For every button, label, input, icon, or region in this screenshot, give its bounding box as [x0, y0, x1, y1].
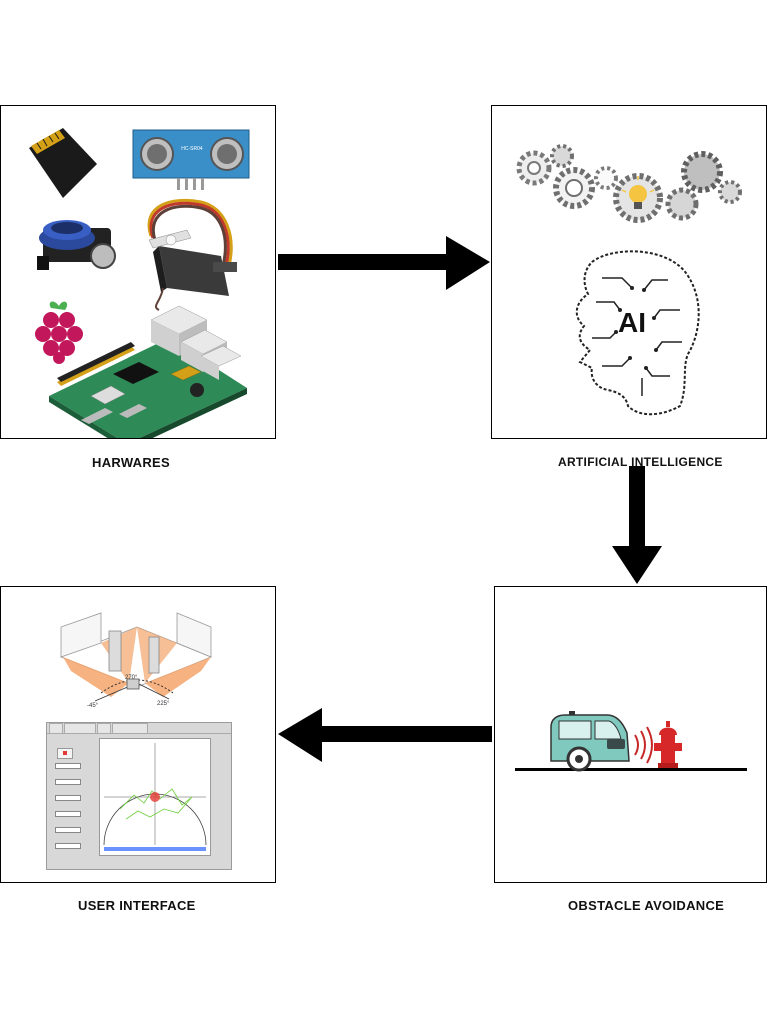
ui-tab-3	[97, 723, 111, 733]
ui-field-1	[55, 763, 81, 769]
hardware-panel: HC-SR04	[0, 105, 276, 439]
servo-motor-icon	[147, 198, 237, 311]
ui-field-5	[55, 827, 81, 833]
angle-mid-label: 270°	[125, 675, 138, 681]
ui-panel: -45° 270° 225°	[0, 586, 276, 883]
obstacle-panel	[494, 586, 767, 883]
ai-caption: ARTIFICIAL INTELLIGENCE	[558, 455, 723, 469]
ui-tab-1	[49, 723, 63, 733]
ai-panel: AI	[491, 105, 767, 439]
ui-field-6	[55, 843, 81, 849]
obstacle-caption: OBSTACLE AVOIDANCE	[568, 898, 725, 913]
hardware-caption: HARWARES	[92, 455, 171, 470]
angle-right-label: 225°	[157, 701, 170, 707]
ground-line	[515, 768, 747, 771]
ui-field-4	[55, 811, 81, 817]
arrow-right	[278, 236, 490, 290]
ui-screenshot-window	[46, 722, 232, 870]
ui-red-button	[57, 748, 73, 759]
arrow-left	[278, 708, 492, 762]
ai-label: AI	[618, 307, 646, 338]
raspberry-pi-board-icon	[49, 305, 247, 438]
ui-tab-4	[112, 723, 148, 733]
gears-icon	[516, 144, 742, 223]
sound-wave-icon	[634, 726, 653, 764]
ui-tab-bar	[47, 723, 231, 734]
sensor-label: HC-SR04	[181, 146, 203, 152]
lidar-icon	[37, 220, 116, 270]
ui-field-2	[55, 779, 81, 785]
lidar-scan-diagram: -45° 270° 225°	[59, 612, 213, 709]
sd-card-icon	[29, 128, 97, 198]
ai-head-icon: AI	[575, 250, 700, 416]
angle-left-label: -45°	[87, 703, 99, 709]
ui-field-3	[55, 795, 81, 801]
lightbulb-icon	[621, 176, 655, 209]
arrow-down	[612, 466, 662, 584]
raspberry-pi-logo-icon	[35, 301, 83, 364]
ui-tab-2	[64, 723, 96, 733]
car-icon	[550, 711, 630, 772]
fire-hydrant-icon	[654, 721, 682, 768]
ui-caption: USER INTERFACE	[78, 898, 196, 913]
ultrasonic-sensor-icon: HC-SR04	[132, 129, 250, 190]
ui-radar-plot	[99, 738, 211, 856]
